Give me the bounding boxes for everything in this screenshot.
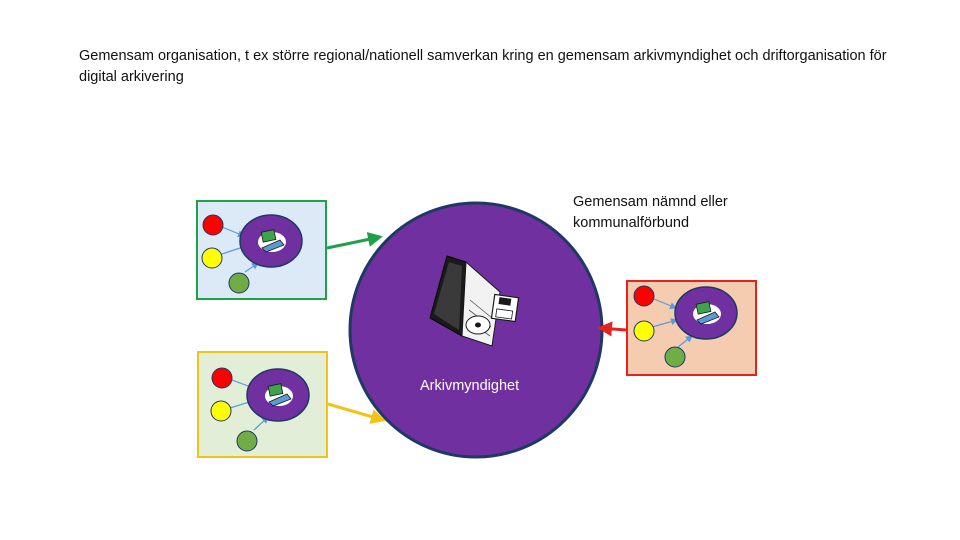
member-group-yellow bbox=[210, 367, 310, 452]
computer-icon bbox=[693, 301, 721, 325]
laptop-disk-icon bbox=[429, 255, 520, 347]
yellow-connector bbox=[327, 402, 386, 424]
member-group-green bbox=[201, 214, 303, 294]
group-label: Gemensam nämnd eller kommunalförbund bbox=[573, 194, 728, 231]
page-title: Gemensam organisation, t ex större regio… bbox=[79, 48, 887, 85]
green-connector bbox=[326, 232, 383, 250]
computer-icon bbox=[265, 383, 293, 407]
computer-icon bbox=[258, 229, 286, 253]
red-connector bbox=[597, 321, 627, 337]
center-label: Arkivmyndighet bbox=[420, 378, 520, 394]
member-group-red bbox=[633, 285, 738, 368]
